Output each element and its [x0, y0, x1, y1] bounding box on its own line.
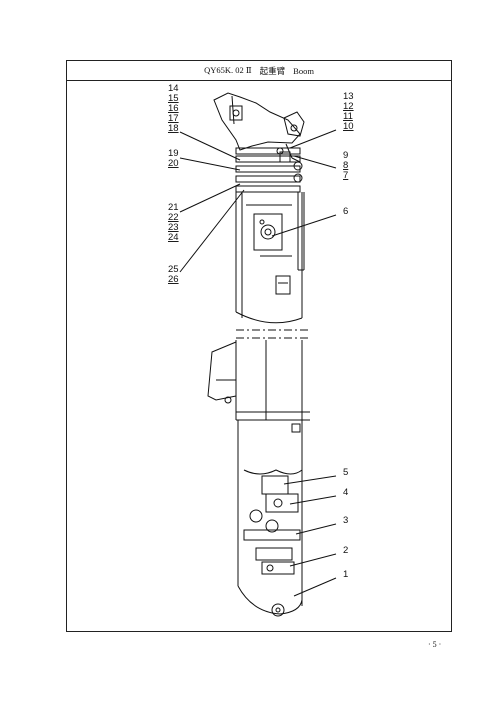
part-label: 1 — [343, 569, 348, 580]
luffing-rod — [297, 192, 305, 271]
part-label: 4 — [343, 487, 348, 498]
part-label: 16 — [168, 103, 179, 114]
break-lines — [236, 329, 310, 339]
boom-upper-section — [235, 192, 303, 324]
part-label: 15 — [168, 93, 179, 104]
part-label: 13 — [343, 91, 354, 102]
part-label: 5 — [343, 467, 348, 478]
part-label: 11 — [343, 111, 353, 122]
leader-lines-right — [271, 129, 337, 597]
leader-lines-left — [179, 131, 245, 273]
sheave-stack — [235, 147, 303, 193]
part-label: 17 — [168, 113, 179, 124]
part-label: 25 — [168, 264, 179, 275]
part-label: 9 — [343, 150, 348, 161]
boom-lower-section — [237, 420, 303, 617]
drawing-code: QY65K. 02 Ⅱ — [204, 65, 252, 75]
part-label: 10 — [343, 121, 354, 132]
part-label: 6 — [343, 206, 348, 217]
part-label: 7 — [343, 170, 348, 181]
part-label: 24 — [168, 232, 179, 243]
title-bar: QY65K. 02 Ⅱ 起重臂 Boom — [67, 61, 451, 81]
part-label: 12 — [343, 101, 354, 112]
part-label: 23 — [168, 222, 179, 233]
side-bracket — [207, 341, 237, 404]
drawing-name-en: Boom — [293, 65, 314, 76]
right-part-labels: 13 12 11 10 9 8 7 6 5 4 3 2 1 — [343, 91, 354, 580]
part-label: 20 — [168, 158, 179, 169]
part-label: 21 — [168, 202, 179, 213]
part-label: 18 — [168, 123, 179, 134]
part-label: 2 — [343, 545, 348, 556]
part-label: 3 — [343, 515, 348, 526]
part-label: 19 — [168, 148, 179, 159]
drawing-name-cn: 起重臂 — [259, 65, 286, 76]
part-label: 22 — [168, 212, 179, 223]
drawing-frame: QY65K. 02 Ⅱ 起重臂 Boom — [66, 60, 452, 632]
page-number: · 5 · — [428, 640, 442, 649]
part-label: 26 — [168, 274, 179, 285]
part-label: 14 — [168, 83, 179, 94]
part-label: 8 — [343, 160, 348, 171]
left-part-labels: 14 15 16 17 18 19 20 21 22 23 24 25 26 — [168, 83, 179, 285]
boom-middle-section — [235, 340, 310, 433]
